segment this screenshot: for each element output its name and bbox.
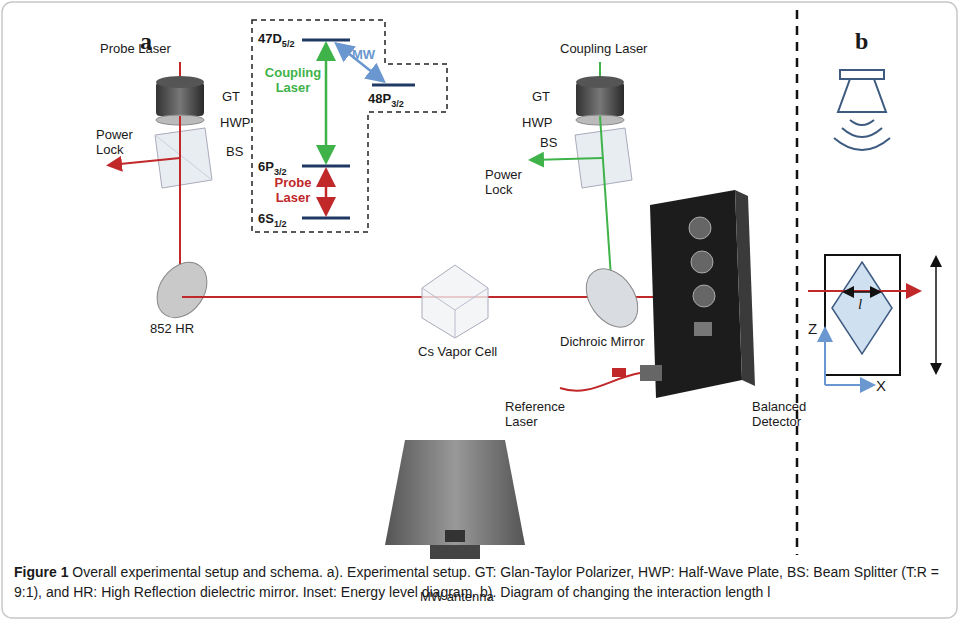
beam-label: Coupling Laser <box>560 42 647 57</box>
beam-label: Power Lock <box>485 168 535 198</box>
optic-label: Cs Vapor Cell <box>418 345 497 360</box>
optic-label: 852 HR <box>150 322 194 337</box>
level-label: 48P3/2 <box>368 92 404 109</box>
panel-letter: b <box>855 28 868 56</box>
optic-label: HWP <box>220 116 250 131</box>
optic-label: HWP <box>522 116 552 131</box>
beam-label: Power Lock <box>96 128 146 158</box>
transition-label: Coupling Laser <box>262 66 324 96</box>
length-label: l <box>858 296 862 313</box>
optic-label: GT <box>222 90 240 105</box>
level-label: 47D5/2 <box>258 32 295 49</box>
optic-label: GT <box>532 90 550 105</box>
transition-label: Probe Laser <box>262 176 324 206</box>
optic-label: BS <box>226 145 243 160</box>
optic-label: BS <box>540 136 557 151</box>
optic-label: Dichroic Mirror <box>560 335 645 350</box>
axis-label: Z <box>808 320 817 337</box>
level-label: 6S1/2 <box>258 212 287 229</box>
detector-label: Balanced Detector <box>752 400 822 430</box>
transition-label: MW <box>352 48 375 63</box>
beam-label: Probe Laser <box>100 42 171 57</box>
figure-caption: Figure 1 Overall experimental setup and … <box>14 563 939 602</box>
axis-label: X <box>876 377 886 394</box>
level-label: 6P3/2 <box>258 160 287 177</box>
beam-label: Reference Laser <box>505 400 575 430</box>
